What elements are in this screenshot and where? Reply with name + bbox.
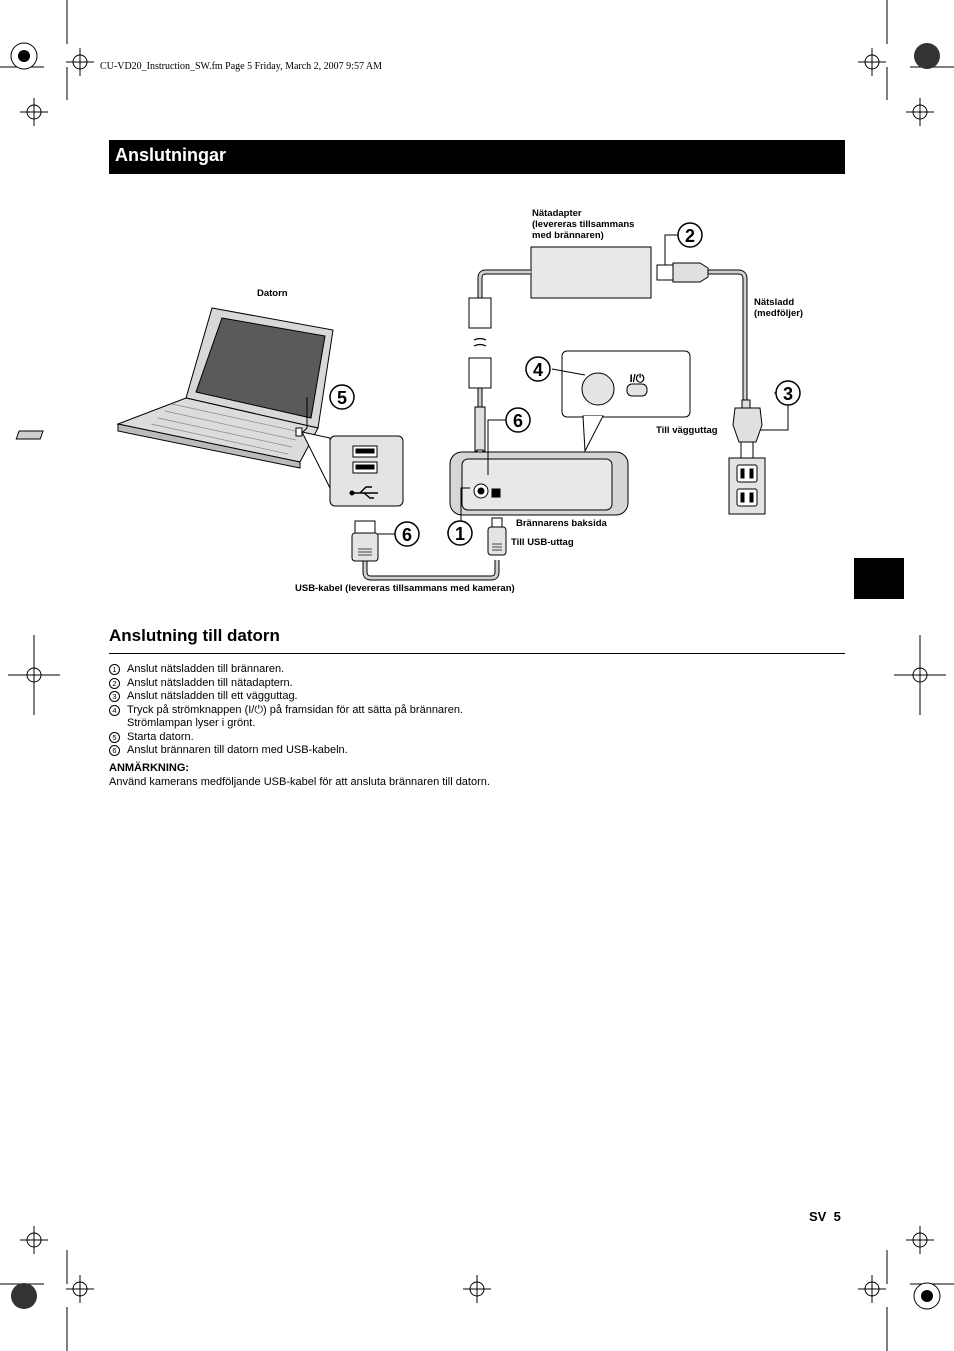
step-text: Anslut nätsladden till ett vägguttag.	[127, 690, 298, 702]
list-item: 3 Anslut nätsladden till ett vägguttag.	[109, 690, 809, 704]
label-burner-back: Brännarens baksida	[516, 518, 607, 529]
section-title: Anslutning till datorn	[109, 626, 280, 645]
step-number: 3	[109, 691, 120, 702]
step-number: 4	[109, 704, 120, 716]
label-computer: Datorn	[257, 288, 288, 299]
label-power-cord: Nätsladd (medföljer)	[754, 297, 804, 319]
step-text: Anslut nätsladden till brännaren.	[127, 663, 285, 675]
note-text: Använd kamerans medföljande USB-kabel fö…	[109, 776, 490, 788]
list-item: 1 Anslut nätsladden till brännaren.	[109, 663, 809, 677]
list-item: 5 Starta datorn.	[109, 731, 809, 745]
label-usb-port: Till USB-uttag	[511, 537, 574, 548]
page-title: Anslutningar	[115, 145, 226, 165]
step-number: 6	[109, 745, 120, 756]
file-header-line: CU-VD20_Instruction_SW.fm Page 5 Friday,…	[100, 61, 383, 72]
list-item: 4 Tryck på strömknappen (I/⏻) på framsid…	[109, 704, 809, 731]
step-text: Tryck på strömknappen (I/⏻) på framsidan…	[127, 703, 464, 730]
list-item: 2 Anslut nätsladden till nätadaptern.	[109, 677, 809, 691]
chapter-tab	[854, 558, 904, 599]
step-text: Anslut brännaren till datorn med USB-kab…	[127, 744, 348, 756]
step-text: Starta datorn.	[127, 730, 194, 743]
title-bar: Anslutningar	[109, 140, 845, 174]
step-number: 1	[109, 664, 120, 675]
label-adapter: Nätadapter (levereras tillsammans med br…	[532, 208, 635, 241]
list-item: 6 Anslut brännaren till datorn med USB-k…	[109, 744, 809, 758]
label-wall-outlet: Till vägguttag	[656, 425, 718, 436]
section-divider	[109, 653, 845, 654]
step-number: 5	[109, 731, 120, 743]
step-number: 2	[109, 677, 120, 689]
steps-list: 1 Anslut nätsladden till brännaren. 2 An…	[109, 663, 809, 758]
note-title: ANMÄRKNING:	[109, 762, 190, 774]
label-usb-cable: USB-kabel (levereras tillsammans med kam…	[295, 583, 515, 594]
step-text: Anslut nätsladden till nätadaptern.	[127, 676, 293, 689]
page-number: SV 5	[809, 1209, 841, 1224]
